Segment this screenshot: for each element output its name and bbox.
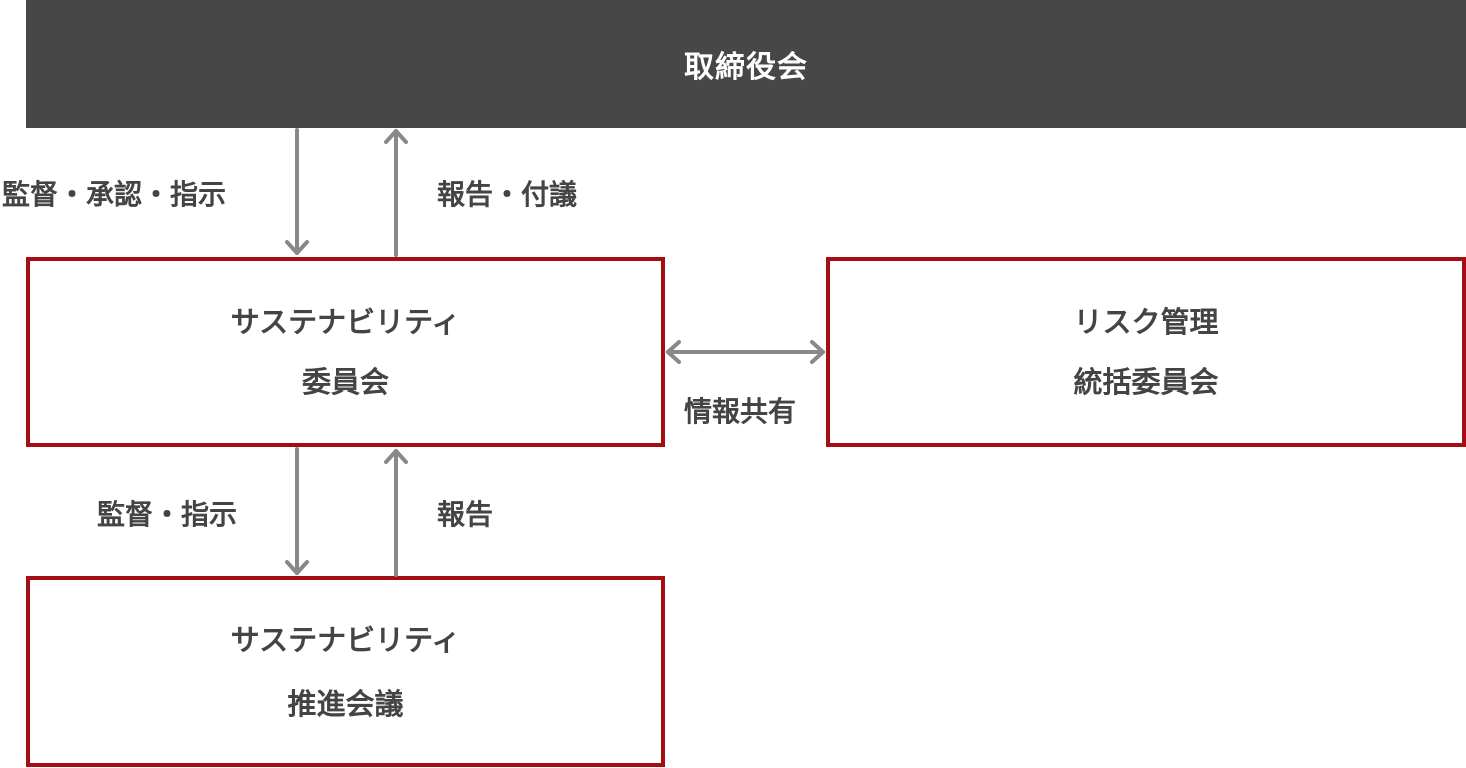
sustainability-committee-line2: 委員会: [301, 365, 389, 399]
label-report-proposal: 報告・付議: [437, 178, 578, 211]
sustainability-committee-box: サステナビリティ 委員会: [26, 257, 665, 447]
arrow-committee-risk-bidirectional: [666, 340, 825, 364]
sustainability-meeting-box: サステナビリティ 推進会議: [26, 576, 665, 767]
board-of-directors-label: 取締役会: [684, 50, 808, 85]
arrow-committee-to-board: [384, 129, 408, 257]
label-information-sharing: 情報共有: [684, 395, 797, 428]
risk-management-committee-box: リスク管理 統括委員会: [826, 257, 1466, 447]
label-oversight-approval-instruction: 監督・承認・指示: [2, 178, 227, 211]
arrow-committee-to-meeting: [285, 447, 309, 575]
arrow-board-to-committee: [285, 128, 309, 255]
sustainability-meeting-line1: サステナビリティ: [230, 622, 461, 657]
risk-management-committee-line2: 統括委員会: [1073, 365, 1219, 399]
board-of-directors-box: 取締役会: [26, 0, 1466, 128]
label-oversight-instruction: 監督・指示: [97, 498, 238, 531]
arrow-meeting-to-committee: [384, 449, 408, 577]
label-report: 報告: [437, 498, 494, 531]
sustainability-meeting-line2: 推進会議: [287, 686, 404, 721]
sustainability-committee-line1: サステナビリティ: [230, 305, 461, 339]
risk-management-committee-line1: リスク管理: [1073, 305, 1219, 339]
